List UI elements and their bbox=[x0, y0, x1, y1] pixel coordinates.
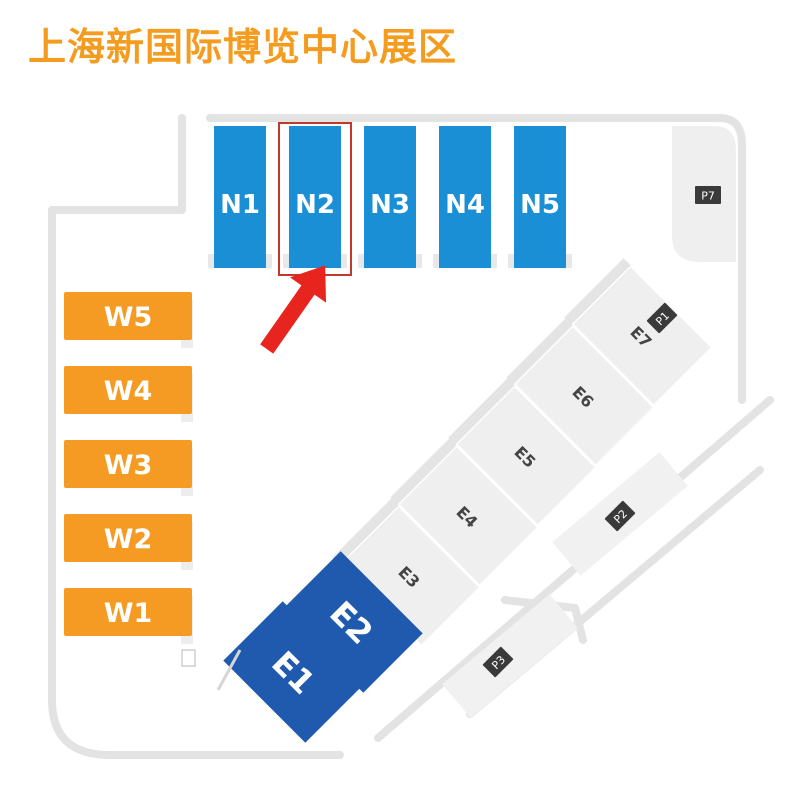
red-arrow-icon bbox=[260, 265, 327, 354]
hall-w4[interactable] bbox=[64, 366, 192, 414]
small-kiosk bbox=[181, 649, 196, 667]
hall-e3[interactable]: E3 bbox=[332, 498, 483, 649]
hall-label-w3: W3 bbox=[104, 450, 153, 481]
hall-label-w5: W5 bbox=[104, 302, 153, 333]
hall-n4[interactable] bbox=[439, 126, 491, 268]
hall-n3[interactable] bbox=[364, 126, 416, 268]
hall-e1[interactable]: E1 bbox=[223, 601, 365, 743]
hall-w5[interactable] bbox=[64, 292, 192, 340]
parking-label-p7: P7 bbox=[701, 190, 715, 203]
hall-n5[interactable] bbox=[514, 126, 566, 268]
hall-w1[interactable] bbox=[64, 588, 192, 636]
hall-label-n1: N1 bbox=[220, 190, 260, 220]
hall-label-w1: W1 bbox=[104, 598, 153, 629]
hall-w2[interactable] bbox=[64, 514, 192, 562]
hall-w3[interactable] bbox=[64, 440, 192, 488]
walkway-line bbox=[216, 649, 242, 691]
hall-label-w2: W2 bbox=[104, 524, 153, 555]
parking-badge-p2[interactable]: P2 bbox=[604, 500, 636, 532]
parking-badge-p7[interactable]: P7 bbox=[695, 186, 721, 204]
parking-badge-p3[interactable]: P3 bbox=[482, 646, 514, 678]
parking-badge-p1[interactable]: P1 bbox=[646, 302, 678, 334]
hall-label-n2: N2 bbox=[295, 190, 335, 220]
hall-n2[interactable] bbox=[289, 126, 341, 268]
hall-label-w4: W4 bbox=[104, 376, 153, 407]
page-title: 上海新国际博览中心展区 bbox=[28, 25, 458, 69]
hall-label-n4: N4 bbox=[445, 190, 485, 220]
north-halls: N1 N2 N3 N4 N5 bbox=[208, 126, 572, 268]
hall-e2[interactable]: E2 bbox=[281, 551, 423, 693]
hall-n1[interactable] bbox=[214, 126, 266, 268]
hall-label-n3: N3 bbox=[370, 190, 410, 220]
hall-e4[interactable]: E4 bbox=[390, 438, 541, 589]
hall-e6[interactable]: E6 bbox=[506, 318, 657, 469]
hall-label-n5: N5 bbox=[520, 190, 560, 220]
hall-e7[interactable]: E7 bbox=[564, 258, 715, 409]
